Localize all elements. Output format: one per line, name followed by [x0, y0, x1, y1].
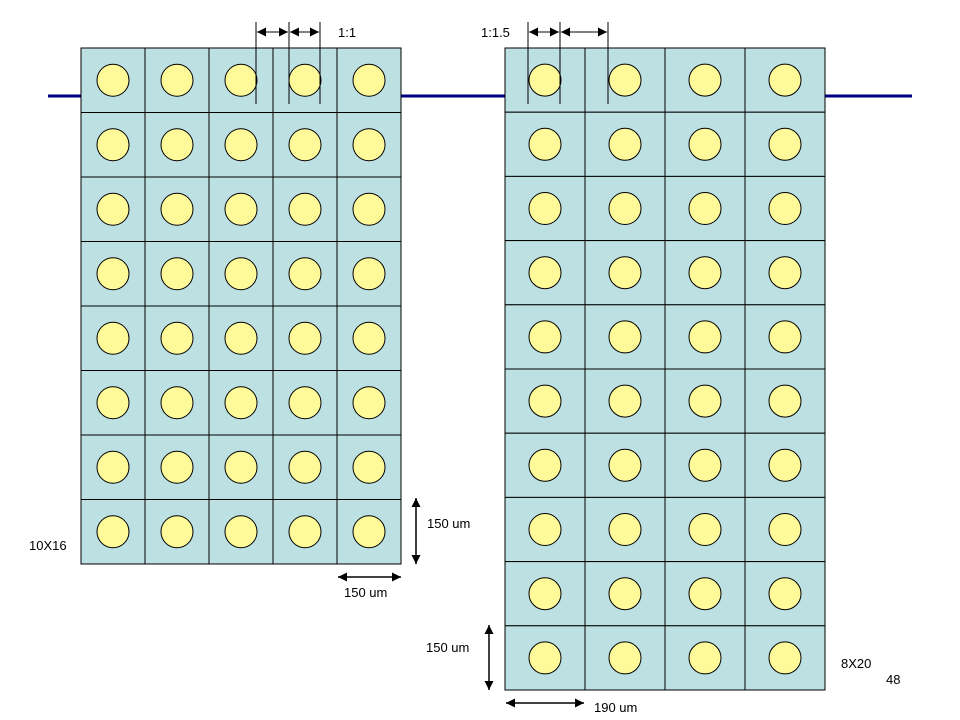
pixel-pad — [688, 63, 722, 97]
pixel-pad — [768, 192, 802, 225]
pixel-pad — [96, 63, 130, 97]
left-ratio-dimension: 1:1 — [255, 22, 356, 104]
pixel-pad — [288, 386, 322, 420]
pixel-pad — [96, 450, 130, 484]
pixel-pad — [96, 257, 130, 291]
pixel-pad — [528, 513, 562, 546]
pixel-pad — [688, 127, 722, 161]
pixel-pad — [160, 386, 194, 420]
pixel-pad — [768, 448, 802, 482]
pixel-pad — [608, 448, 642, 482]
pixel-pad — [96, 128, 130, 162]
pixel-cell — [744, 175, 826, 242]
pixel-pad — [224, 128, 258, 162]
pixel-pad — [160, 128, 194, 162]
pixel-pad — [608, 63, 642, 97]
right-array-name: 8X20 — [841, 656, 871, 671]
pixel-pad — [224, 63, 258, 97]
right-ratio-dimension: 1:1.5 — [481, 22, 609, 104]
pixel-pad — [96, 192, 130, 226]
right-vertical-pitch-label: 150 um — [426, 640, 469, 655]
left-array-name: 10X16 — [29, 538, 67, 553]
pixel-pad — [352, 515, 386, 549]
pixel-pad — [768, 127, 802, 161]
pixel-pad — [96, 386, 130, 420]
pixel-pad — [608, 513, 642, 546]
pixel-pad — [288, 515, 322, 549]
pixel-pad — [608, 127, 642, 161]
pixel-pad — [768, 63, 802, 97]
pixel-pad — [688, 513, 722, 546]
right-horizontal-pitch-label: 190 um — [594, 700, 637, 715]
pixel-pad — [688, 448, 722, 482]
pixel-pad — [768, 577, 802, 611]
left-horizontal-pitch-label: 150 um — [344, 585, 387, 600]
pixel-pad — [768, 641, 802, 675]
pixel-pad — [528, 63, 562, 97]
pixel-pad — [96, 321, 130, 355]
pixel-pad — [352, 386, 386, 420]
pixel-pad — [528, 641, 562, 675]
pixel-pad — [608, 641, 642, 675]
pixel-pad — [688, 256, 722, 290]
pixel-pad — [688, 641, 722, 675]
pixel-pad — [288, 257, 322, 291]
pixel-pad — [768, 513, 802, 546]
pixel-pad — [768, 384, 802, 418]
right-ratio-label: 1:1.5 — [481, 25, 510, 40]
pixel-pad — [528, 192, 562, 225]
pixel-pad — [608, 577, 642, 611]
pixel-pad — [224, 321, 258, 355]
pixel-pad — [288, 450, 322, 484]
pixel-pad — [352, 321, 386, 355]
pixel-pad — [224, 257, 258, 291]
pixel-pad — [528, 127, 562, 161]
pixel-pad — [288, 63, 322, 97]
pixel-pad — [528, 448, 562, 482]
pixel-pad — [160, 321, 194, 355]
pixel-pad — [96, 515, 130, 549]
pixel-pad — [688, 192, 722, 225]
pixel-pad — [224, 192, 258, 226]
left-pixel-array — [80, 47, 402, 565]
pixel-pad — [288, 128, 322, 162]
pixel-pad — [224, 386, 258, 420]
page-number: 48 — [886, 672, 900, 687]
pixel-pad — [352, 63, 386, 97]
pixel-pad — [528, 577, 562, 611]
pixel-pad — [528, 384, 562, 418]
left-vertical-pitch-label: 150 um — [427, 516, 470, 531]
pixel-pad — [352, 192, 386, 226]
pixel-pad — [688, 320, 722, 354]
pixel-pad — [288, 192, 322, 226]
pixel-pad — [608, 384, 642, 418]
pixel-pad — [528, 320, 562, 354]
pixel-pad — [160, 192, 194, 226]
pixel-pad — [688, 384, 722, 418]
pixel-pad — [160, 257, 194, 291]
pixel-pad — [160, 515, 194, 549]
pixel-pad — [608, 320, 642, 354]
pixel-pad — [768, 256, 802, 290]
pixel-pad — [160, 63, 194, 97]
pixel-pad — [224, 515, 258, 549]
pixel-pad — [608, 192, 642, 225]
pixel-cell — [584, 304, 666, 370]
pixel-pad — [528, 256, 562, 290]
pixel-pad — [288, 321, 322, 355]
pixel-pad — [352, 450, 386, 484]
pixel-pad — [352, 257, 386, 291]
pixel-pad — [224, 450, 258, 484]
pixel-pad — [160, 450, 194, 484]
pixel-pad — [768, 320, 802, 354]
pixel-pad — [608, 256, 642, 290]
pixel-pad — [352, 128, 386, 162]
left-ratio-label: 1:1 — [338, 25, 356, 40]
right-pixel-array — [504, 47, 826, 691]
pixel-pad — [688, 577, 722, 611]
